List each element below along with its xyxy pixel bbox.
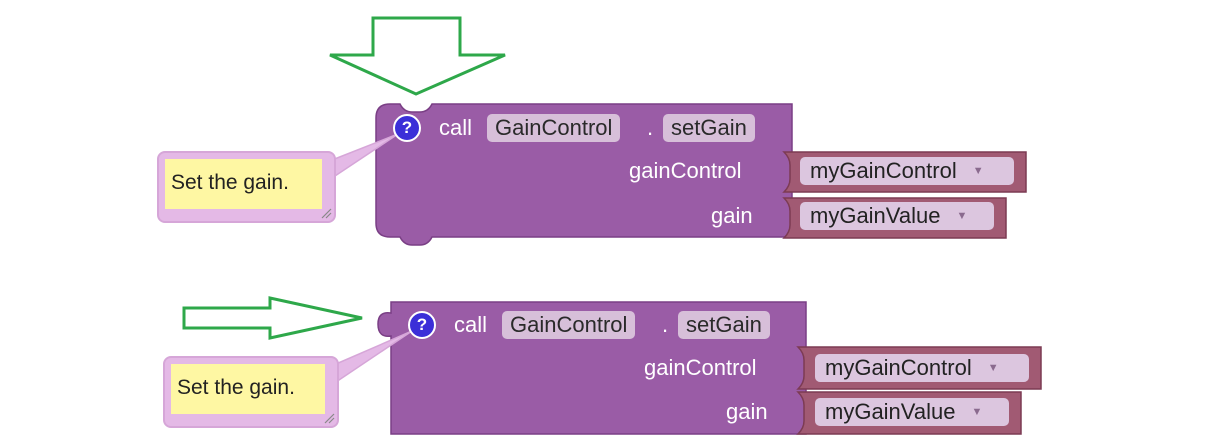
triangle-down-icon: ▼ [972,165,984,177]
dot-separator: . [647,115,654,140]
procedure-call-block-2[interactable]: ? call GainControl . setGain gainControl… [0,0,1217,435]
resize-grip-icon[interactable] [320,207,332,219]
help-icon[interactable]: ? [408,311,436,339]
call-label: call [454,312,488,337]
dropdown-mygaincontrol[interactable]: myGainControl ▼ [815,354,1029,382]
component-name[interactable]: GainControl [487,114,621,142]
help-icon[interactable]: ? [393,114,421,142]
comment-bubble[interactable]: Set the gain. [163,356,339,428]
param-label-gain: gain [726,399,768,424]
comment-text[interactable]: Set the gain. [165,159,322,209]
dropdown-mygaincontrol[interactable]: myGainControl ▼ [800,157,1014,185]
method-name[interactable]: setGain [678,311,770,339]
dropdown-value: myGainValue [810,203,941,228]
param-label-gaincontrol: gainControl [644,355,757,380]
call-label: call [439,115,473,140]
component-name[interactable]: GainControl [502,311,636,339]
dropdown-value: myGainControl [810,158,957,183]
triangle-down-icon: ▼ [956,210,968,222]
param-label-gain: gain [711,203,753,228]
triangle-down-icon: ▼ [971,406,983,418]
dropdown-mygainvalue[interactable]: myGainValue ▼ [800,202,994,230]
comment-text[interactable]: Set the gain. [171,364,325,414]
dropdown-value: myGainValue [825,399,956,424]
procedure-call-block-1[interactable]: ? call GainControl . setGain gainControl… [0,0,1217,246]
dropdown-mygainvalue[interactable]: myGainValue ▼ [815,398,1009,426]
dropdown-value: myGainControl [825,355,972,380]
dot-separator: . [662,312,669,337]
method-name[interactable]: setGain [663,114,755,142]
comment-bubble[interactable]: Set the gain. [157,151,336,223]
resize-grip-icon[interactable] [323,412,335,424]
triangle-down-icon: ▼ [987,362,999,374]
param-label-gaincontrol: gainControl [629,158,742,183]
